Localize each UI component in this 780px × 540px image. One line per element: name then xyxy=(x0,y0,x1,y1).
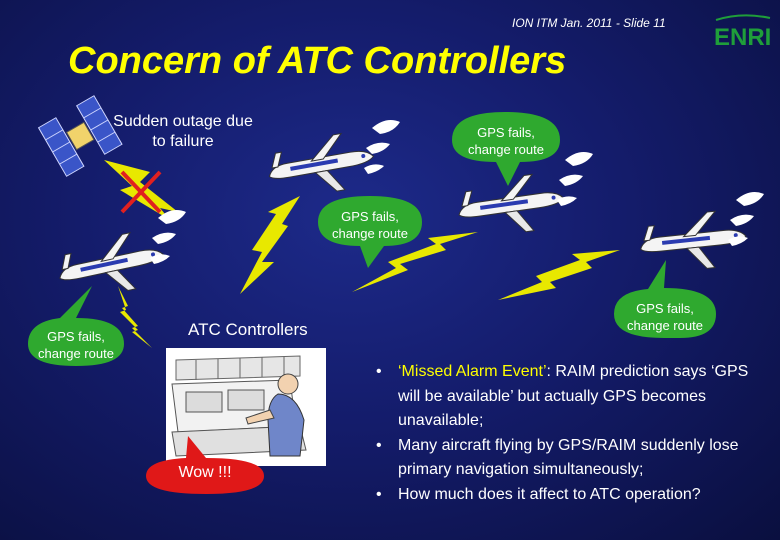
bullet-item: • Many aircraft flying by GPS/RAIM sudden… xyxy=(370,434,770,483)
airplane-icon xyxy=(264,129,378,203)
smoke-icon xyxy=(728,192,764,246)
airplane-icon xyxy=(54,227,169,304)
bubble-text: GPS fails, change route xyxy=(320,208,420,242)
bullet-item: • How much does it affect to ATC operatio… xyxy=(370,483,770,508)
bullet-text: Many aircraft flying by GPS/RAIM suddenl… xyxy=(398,437,739,479)
signal-bolt xyxy=(498,250,620,300)
bullet-dot: • xyxy=(376,360,382,385)
smoke-icon xyxy=(557,152,593,206)
outage-label: Sudden outage due to failure xyxy=(108,112,258,152)
bubble-text: GPS fails, change route xyxy=(26,328,126,362)
bullet-dot: • xyxy=(376,434,382,459)
bullet-list: •‘Missed Alarm Event’: RAIM prediction s… xyxy=(370,360,770,507)
bullet-dot: • xyxy=(376,483,382,508)
bubble-text: GPS fails, change route xyxy=(455,124,557,158)
wow-text: Wow !!! xyxy=(145,464,265,482)
bullet-highlight: ‘Missed Alarm Event’ xyxy=(398,363,547,380)
bubble-text: GPS fails, change route xyxy=(615,300,715,334)
signal-bolt xyxy=(240,196,300,294)
bullet-text: How much does it affect to ATC operation… xyxy=(398,486,701,503)
smoke-icon xyxy=(364,120,400,174)
bullet-item: •‘Missed Alarm Event’: RAIM prediction s… xyxy=(370,360,770,434)
smoke-icon xyxy=(150,210,186,264)
atc-controllers-label: ATC Controllers xyxy=(188,320,308,340)
airplane-icon xyxy=(455,170,568,240)
